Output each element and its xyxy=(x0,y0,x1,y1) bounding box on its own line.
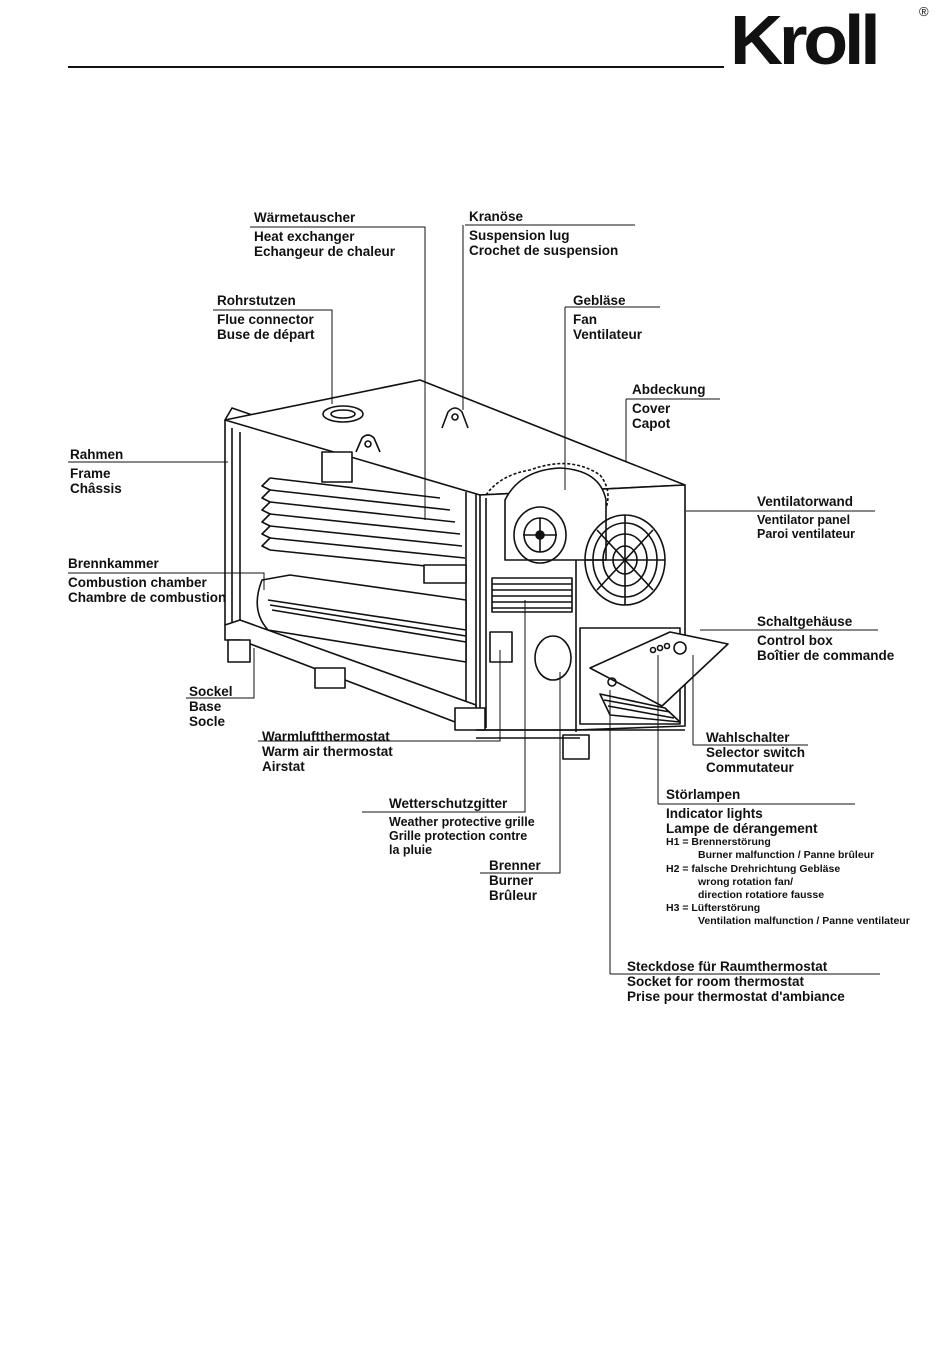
leader-waermetauscher xyxy=(250,226,426,520)
header-rule xyxy=(68,66,724,68)
label-burner: Brenner Burner Brûleur xyxy=(489,858,541,904)
label-socket: Steckdose für Raumthermostat Socket for … xyxy=(627,959,845,1005)
label-combustion-chamber: Brennkammer Combustion chamber Chambre d… xyxy=(68,556,227,606)
registered-mark: ® xyxy=(919,4,929,19)
label-selector-switch: Wahlschalter Selector switch Commutateur xyxy=(706,730,806,776)
label-weather-grille: Wetterschutzgitter Weather protective gr… xyxy=(389,796,535,858)
label-cover: Abdeckung Cover Capot xyxy=(632,382,706,432)
label-suspension-lug: Kranöse Suspension lug Crochet de suspen… xyxy=(469,209,619,259)
leader-rohrstutzen xyxy=(213,309,333,404)
leader-brennkammer xyxy=(68,572,265,590)
ventilator-fan xyxy=(584,514,666,606)
legend-h3: H3 = Lüfterstörung xyxy=(666,901,761,914)
legend-h1: H1 = Brennerstörung xyxy=(666,836,771,849)
base-outline xyxy=(224,619,685,760)
flue-connector xyxy=(322,405,364,423)
label-indicator-lights: Störlampen Indicator lights Lampe de dér… xyxy=(666,787,910,928)
legend-h2: H2 = falsche Drehrichtung Gebläse xyxy=(666,862,841,875)
kroll-logo: Kroll xyxy=(726,1,936,79)
fan-housing xyxy=(504,467,607,564)
label-heat-exchanger: Wärmetauscher Heat exchanger Echangeur d… xyxy=(254,210,396,260)
weather-grille xyxy=(491,577,573,613)
label-fan: Gebläse Fan Ventilateur xyxy=(573,293,643,343)
legend-h2-desc1: wrong rotation fan/ xyxy=(698,875,794,888)
suspension-lug xyxy=(441,407,469,429)
legend-h3-desc: Ventilation malfunction / Panne ventilat… xyxy=(698,915,910,928)
leader-wetterschutzgitter xyxy=(362,600,526,813)
label-flue-connector: Rohrstutzen Flue connector Buse de dépar… xyxy=(217,293,315,343)
logo-text: Kroll xyxy=(730,1,881,79)
label-warm-air-thermostat: Warmluftthermostat Warm air thermostat A… xyxy=(262,729,393,775)
label-frame: Rahmen Frame Châssis xyxy=(70,447,124,497)
label-ventilator-panel: Ventilatorwand Ventilator panel Paroi ve… xyxy=(757,494,855,542)
legend-h1-desc: Burner malfunction / Panne brûleur xyxy=(698,849,875,862)
label-base: Sockel Base Socle xyxy=(189,684,233,730)
leader-warmluftthermostat xyxy=(258,650,501,742)
leader-sockel xyxy=(186,648,255,699)
label-control-box: Schaltgehäuse Control box Boîtier de com… xyxy=(757,614,895,664)
burner-shape xyxy=(489,631,572,681)
combustion-chamber xyxy=(256,574,467,663)
legend-h2-desc2: direction rotatiore fausse xyxy=(698,888,825,901)
leader-brenner xyxy=(480,672,561,874)
control-box xyxy=(589,631,729,723)
